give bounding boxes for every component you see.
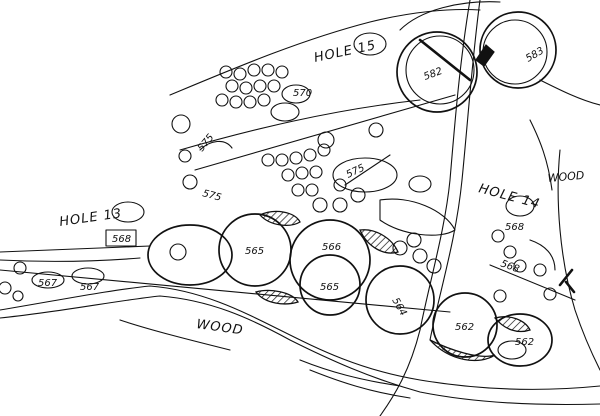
- green-complex-13: 565 566 565 564: [147, 210, 442, 335]
- elevation-label-570: 570: [293, 88, 312, 99]
- elevation-label-567-a: 567: [38, 278, 58, 289]
- tee-cluster-top: 570: [215, 63, 312, 122]
- elevation-label-565-b: 565: [320, 282, 339, 293]
- elevation-label-567-b: 567: [80, 282, 100, 293]
- tee-cluster-middle: [261, 122, 384, 213]
- hole-15-label: HOLE 15: [313, 32, 387, 66]
- hole-13-text: HOLE 13: [58, 206, 123, 230]
- green-562: 562 562: [429, 292, 553, 367]
- wood-label-bottom: WOOD: [195, 317, 244, 338]
- tee-cluster-left: 575 575: [171, 114, 233, 204]
- hole-15-text: HOLE 15: [313, 38, 378, 66]
- elevation-label-562-b: 562: [515, 337, 534, 348]
- elevation-label-582: 582: [422, 66, 444, 83]
- elevation-label-568-b: 568: [505, 222, 524, 233]
- wood-label-top: WOOD: [547, 169, 585, 185]
- elevation-label-575-b: 575: [201, 188, 222, 204]
- hole-14: HOLE 14 568 568: [477, 181, 576, 303]
- elevation-label-583: 583: [524, 46, 546, 65]
- hole-14-text: HOLE 14: [477, 181, 542, 212]
- elevation-label-566: 566: [322, 242, 341, 253]
- elevation-label-568-a: 568: [112, 234, 131, 245]
- elevation-label-562: 562: [455, 322, 474, 333]
- rough-scribbles: [119, 319, 411, 399]
- elevation-label-565-a: 565: [245, 246, 264, 257]
- elevation-label-575-a: 575: [196, 132, 217, 154]
- hole-13: HOLE 13 568 567 567: [0, 201, 451, 313]
